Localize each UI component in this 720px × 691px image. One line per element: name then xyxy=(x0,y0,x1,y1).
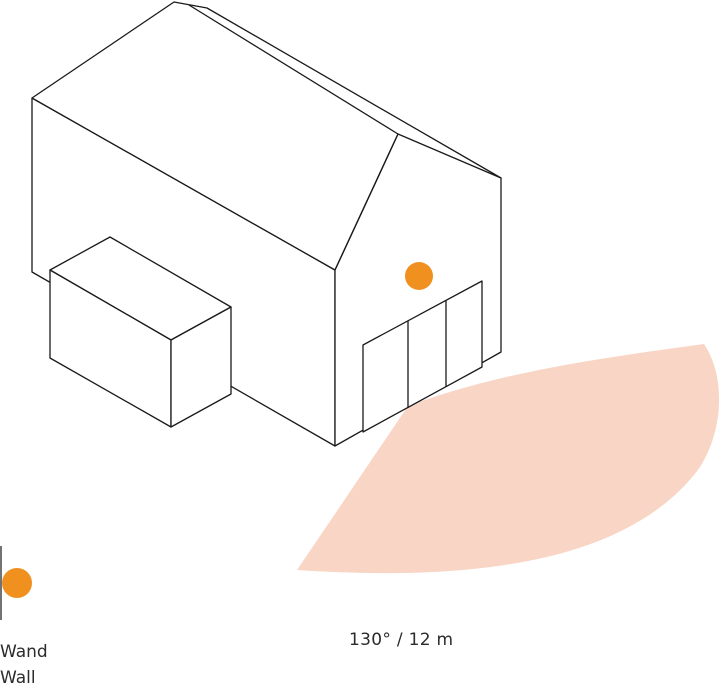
garage-door xyxy=(362,280,483,433)
range-label: 130° / 12 m xyxy=(349,630,454,650)
annex xyxy=(49,236,232,428)
roof-ridge-line xyxy=(188,4,399,135)
annex-side xyxy=(170,306,232,428)
wall-label-english: Wall xyxy=(0,668,36,688)
detection-zone xyxy=(297,344,720,574)
orange-dot-icon xyxy=(2,568,32,598)
sensor-icon xyxy=(405,262,433,290)
wall-label-german: Wand xyxy=(0,642,48,662)
gable-roof-edge xyxy=(334,133,399,271)
building xyxy=(31,1,502,447)
